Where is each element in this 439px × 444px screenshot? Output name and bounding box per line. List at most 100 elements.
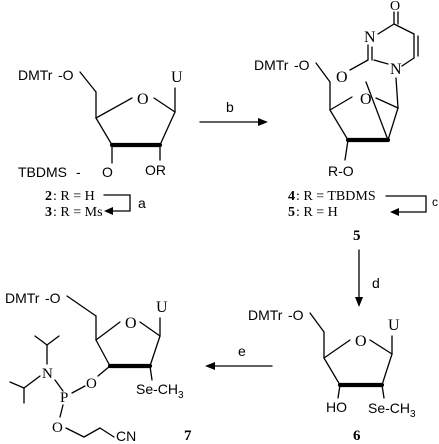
ipr2-bond (23, 375, 41, 389)
arrow-b-head (258, 118, 268, 126)
dmtr-label: DMTr (18, 67, 53, 83)
ring-bond-c2-c1 (159, 111, 176, 146)
tbdms-label: TBDMS (18, 164, 67, 180)
c3-ro-label: R-O (328, 163, 354, 179)
c5-bond (79, 71, 97, 93)
arrow-a-head (104, 207, 113, 215)
dmtr-label: DMTr (248, 307, 283, 323)
ring-oxygen: O (355, 333, 367, 350)
c2-se-label: Se-CH3 (368, 400, 416, 420)
ring-bond-o-c1 (369, 339, 393, 355)
arrow-a-label: a (138, 195, 146, 211)
ring-oxygen: O (125, 315, 137, 332)
arrow-e-label: e (238, 343, 246, 359)
compound-2-number: 2 (45, 189, 52, 204)
pyr-bond-n1-c2 (373, 59, 389, 65)
c3-o-bond (97, 365, 111, 377)
tbdms-ether-dash: - (76, 164, 81, 180)
uracil-label: U (388, 317, 400, 334)
arrow-d-group: d (355, 249, 380, 307)
pyr-n3: N (364, 29, 376, 46)
ring-bond-c4-o (95, 97, 133, 119)
ether-o-label: -O (45, 290, 61, 306)
p-o2-bond (59, 404, 64, 418)
cyano-label: CN (116, 428, 136, 444)
ring-bond-c4-c3 (329, 109, 349, 141)
compound-5-number: 5 (288, 205, 295, 220)
dmtr-label: DMTr (5, 290, 40, 306)
nitrogen: N (42, 366, 53, 382)
c3-o-bond (344, 139, 349, 161)
arrow-e-head (205, 362, 215, 370)
compound-3-def: : R = Ms (53, 205, 103, 220)
ring-bond-c2-c1 (149, 335, 161, 367)
phos-o2: O (52, 420, 63, 436)
ring-bond-o-c1 (375, 97, 399, 109)
c2-se-bond (381, 384, 385, 399)
pyr-bond-n3-c4 (377, 23, 395, 35)
ring-bond-o-c1 (153, 97, 176, 113)
compound-2-def: : R = H (53, 189, 95, 204)
arrow-d-label: d (372, 275, 380, 291)
arrow-e-group: e (205, 343, 273, 370)
ring-oxygen: O (360, 91, 372, 108)
c3-oxygen: O (102, 164, 113, 180)
arrow-c (385, 195, 427, 213)
pyr-n1: N (390, 61, 402, 78)
ring-oxygen: O (137, 91, 149, 108)
arrow-a (103, 194, 131, 212)
n1-c1-bond (395, 77, 399, 109)
compound-7-caption: 7 (184, 428, 192, 444)
ipr2-me1 (9, 381, 25, 389)
ring-bond-c2-c1 (381, 353, 393, 386)
ipr1-me2 (46, 335, 60, 346)
pyr-bond-c4-c5 (393, 23, 415, 35)
ce-bond-1 (65, 427, 85, 438)
compound-5-caption: 5 (353, 228, 361, 244)
uracil-label: U (156, 299, 168, 316)
ring-bond-c4-o (95, 321, 121, 341)
compound-7: DMTr -O O U Se-CH3 O P N O CN (5, 290, 192, 444)
ce-bond-2 (83, 427, 101, 438)
phos-ester-o: O (86, 376, 97, 392)
compound-4-def: : R = TBDMS (296, 189, 376, 204)
ring-bond-o-c1 (139, 321, 161, 337)
anhydro-oxygen: O (336, 69, 348, 86)
ether-o-label: -O (294, 57, 310, 73)
p-n-bond (54, 379, 64, 392)
ring-bond-c4-c3 (95, 117, 113, 146)
c5-bond (309, 312, 325, 333)
ring-bond-c4-c3 (95, 339, 111, 367)
compound-2-3: DMTr -O O U TBDMS - O OR 2 : R = H 3 : R… (18, 67, 183, 220)
arrow-d-head (355, 297, 363, 307)
phosphorus: P (60, 390, 68, 406)
pyr-bond-c6-n1 (401, 57, 415, 67)
arrow-c-head (390, 208, 399, 216)
arrow-b-group: b (199, 99, 268, 126)
ether-o-label: -O (58, 67, 74, 83)
anhydro-bond (365, 81, 389, 141)
compound-6-caption: 6 (353, 428, 361, 444)
c2-or-label: OR (145, 162, 166, 178)
arrow-b-label: b (226, 99, 234, 115)
carbonyl-oxygen: O (390, 0, 400, 14)
uracil-label: U (171, 69, 183, 86)
ipr1-me1 (34, 335, 48, 346)
c3-oh-label: HO (326, 399, 347, 415)
compound-6: DMTr -O O U HO Se-CH3 6 (248, 307, 416, 444)
c5-bond (315, 62, 331, 83)
dmtr-label: DMTr (254, 57, 289, 73)
ring-bond-c4-o (329, 96, 353, 111)
o-p-bond (71, 385, 86, 394)
compound-4-5: DMTr -O O O N O N R-O 4 : R = TBDM (254, 0, 438, 244)
ring-bond-c4-c3 (323, 357, 341, 386)
compound-5-def: : R = H (296, 205, 338, 220)
pyr-bond-o-c2 (349, 59, 369, 71)
c2-se-bond (149, 365, 153, 381)
ce-bond-3 (99, 427, 115, 438)
c5-bond (66, 295, 97, 317)
compound-3-number: 3 (45, 205, 52, 220)
ether-o-label: -O (288, 307, 304, 323)
compound-4-number: 4 (288, 189, 295, 204)
